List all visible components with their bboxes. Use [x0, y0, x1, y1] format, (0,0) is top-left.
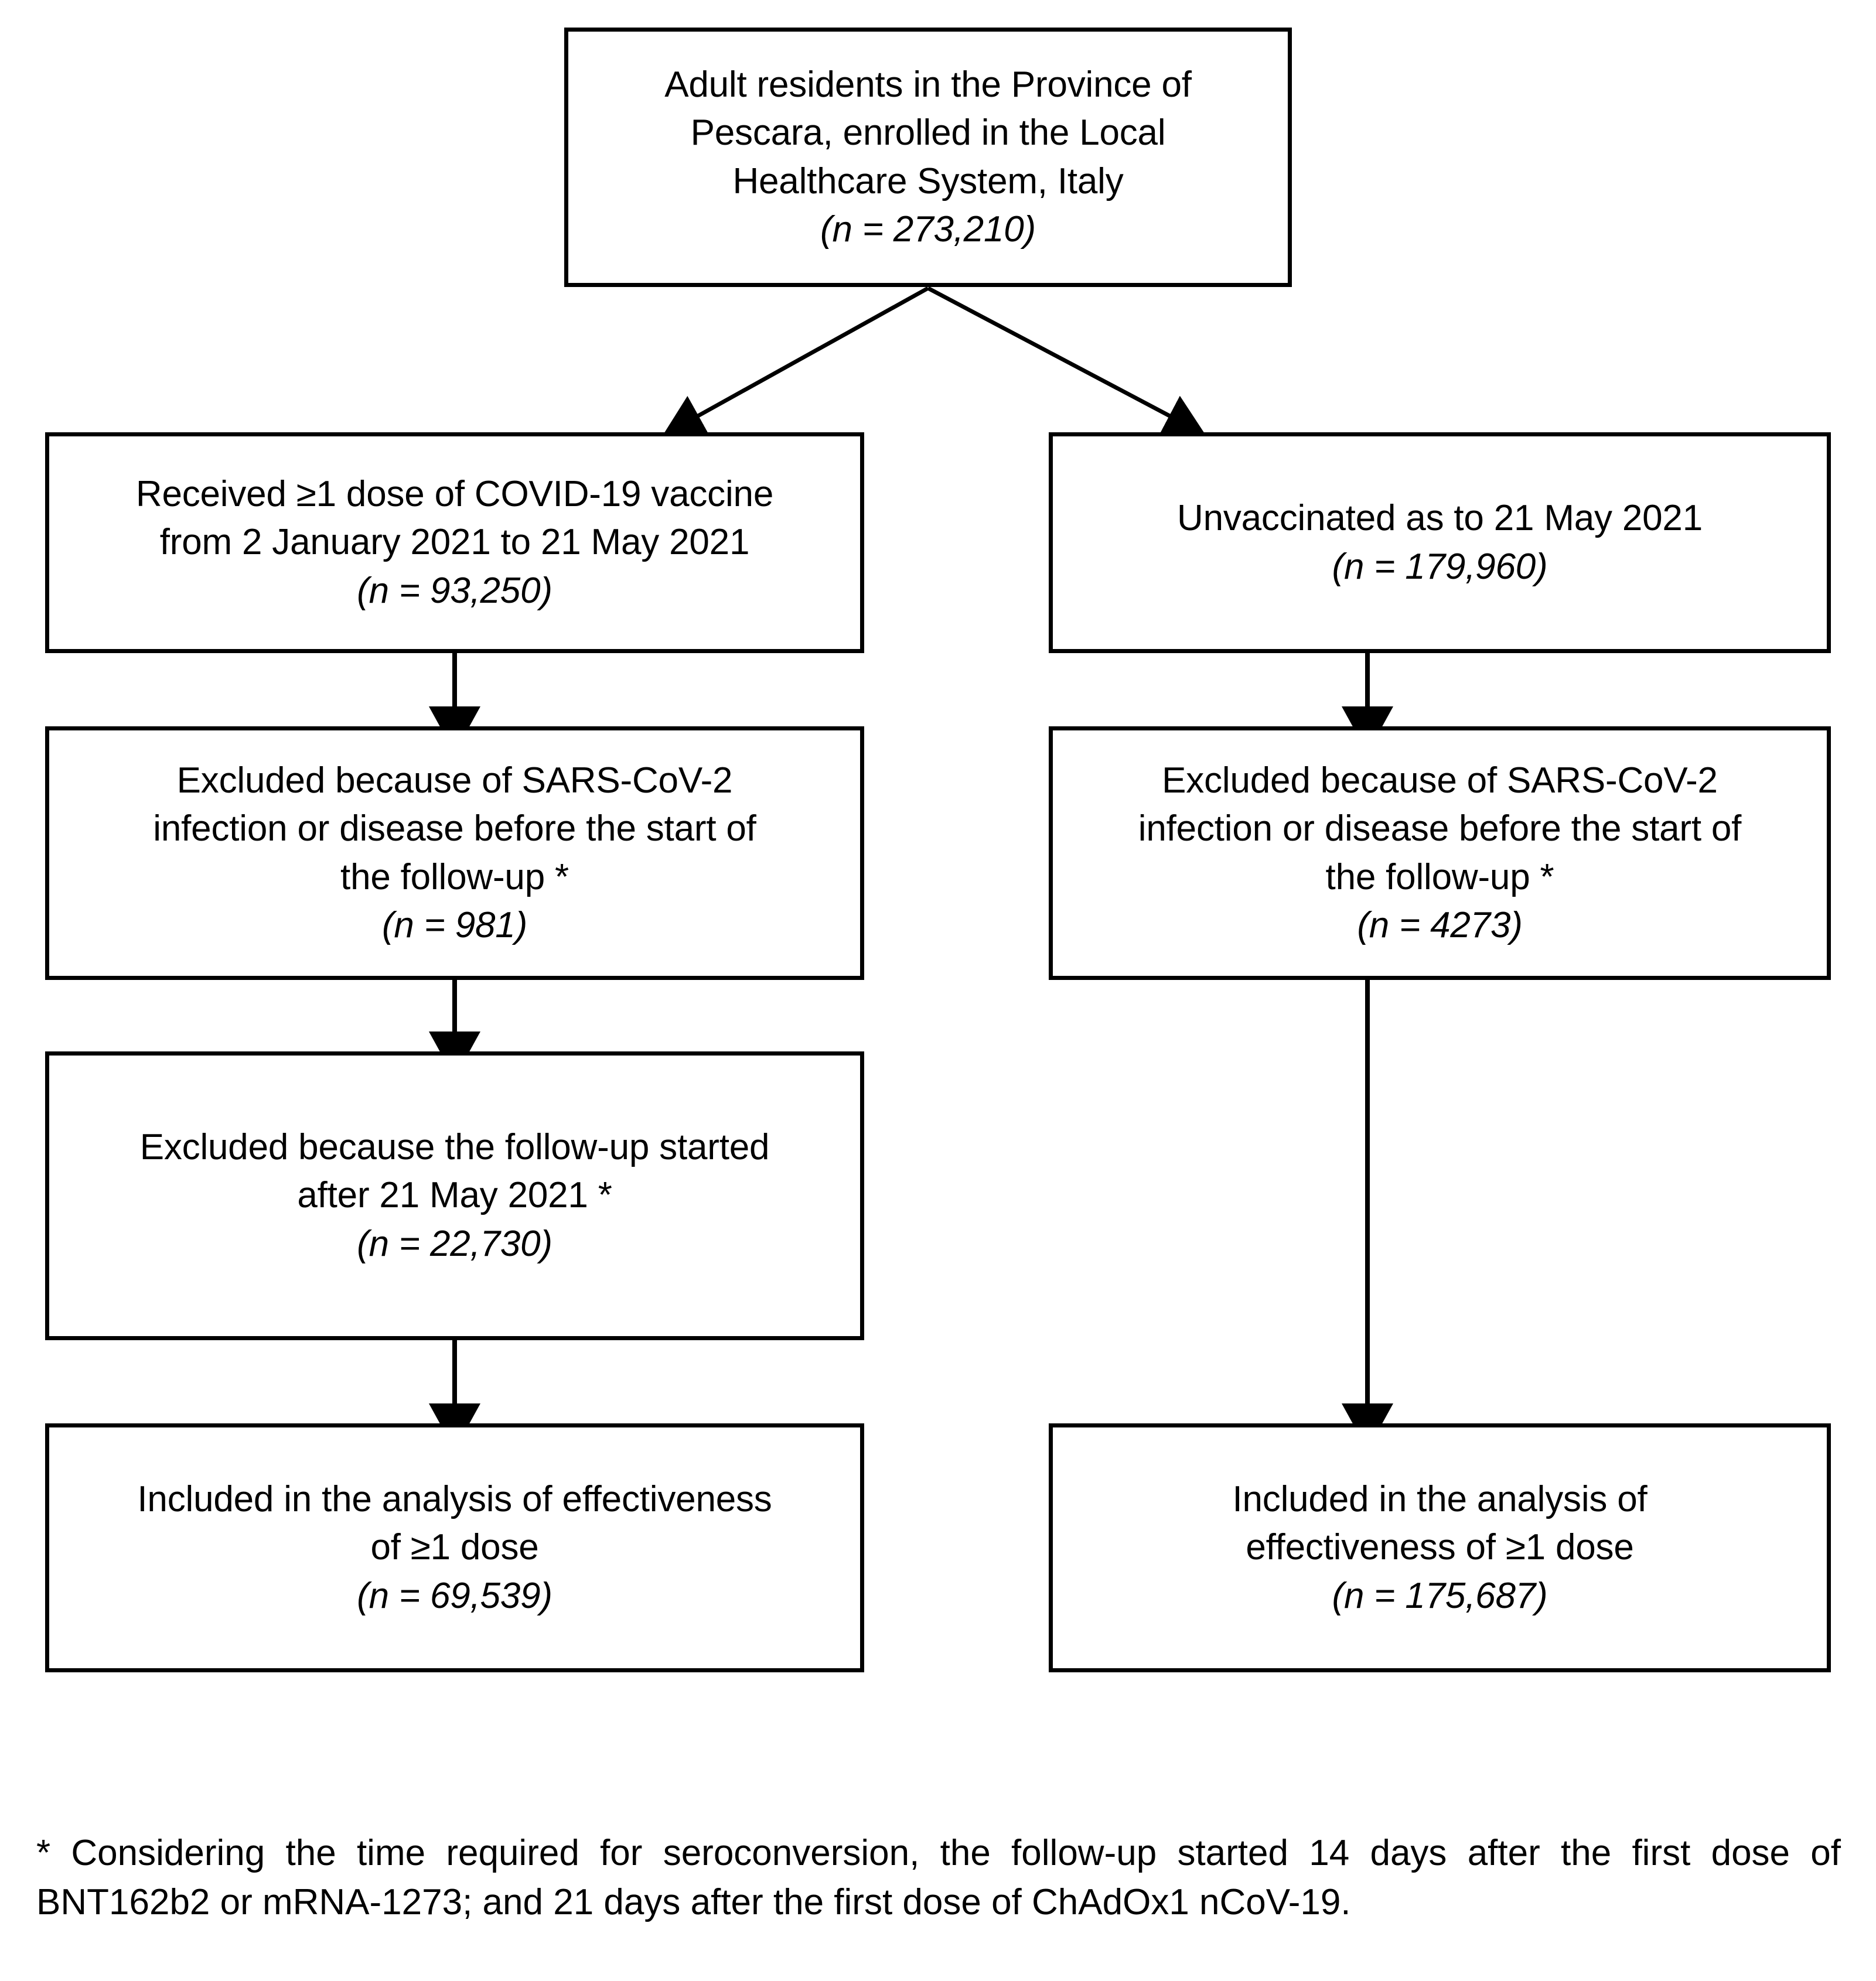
node-excluded-late-followup-label: Excluded because the follow-up started a… [139, 1126, 770, 1216]
node-root-label: Adult residents in the Province of Pesca… [664, 64, 1192, 201]
node-excluded-unvaccinated-infection-text: Excluded because of SARS-CoV-2 infection… [1123, 757, 1756, 950]
node-root-text: Adult residents in the Province of Pesca… [649, 61, 1207, 254]
node-vaccinated-count: (n = 93,250) [357, 570, 552, 611]
node-included-unvaccinated-label: Included in the analysis of effectivenes… [1232, 1478, 1648, 1568]
node-excluded-unvaccinated-infection-label: Excluded because of SARS-CoV-2 infection… [1138, 760, 1742, 897]
node-included-vaccinated-label: Included in the analysis of effectivenes… [137, 1478, 772, 1568]
node-included-unvaccinated-text: Included in the analysis of effectivenes… [1217, 1475, 1662, 1620]
node-unvaccinated-count: (n = 179,960) [1332, 546, 1548, 587]
edge-root-to-vaccinated [662, 286, 929, 436]
node-excluded-late-followup-text: Excluded because the follow-up started a… [125, 1123, 785, 1268]
node-included-vaccinated: Included in the analysis of effectivenes… [45, 1423, 864, 1672]
node-excluded-vaccinated-infection: Excluded because of SARS-CoV-2 infection… [45, 726, 864, 980]
node-excluded-vaccinated-infection-text: Excluded because of SARS-CoV-2 infection… [138, 757, 771, 950]
node-vaccinated-text: Received ≥1 dose of COVID-19 vaccine fro… [121, 470, 789, 615]
node-vaccinated-label: Received ≥1 dose of COVID-19 vaccine fro… [135, 473, 774, 563]
node-included-unvaccinated: Included in the analysis of effectivenes… [1049, 1423, 1831, 1672]
footnote-text: * Considering the time required for sero… [36, 1833, 1841, 1922]
node-root-population: Adult residents in the Province of Pesca… [564, 28, 1292, 287]
node-excluded-unvaccinated-infection-count: (n = 4273) [1357, 904, 1523, 945]
node-excluded-late-followup: Excluded because the follow-up started a… [45, 1051, 864, 1340]
node-vaccinated: Received ≥1 dose of COVID-19 vaccine fro… [45, 432, 864, 653]
node-unvaccinated: Unvaccinated as to 21 May 2021 (n = 179,9… [1049, 432, 1831, 653]
node-root-count: (n = 273,210) [820, 209, 1036, 250]
node-included-vaccinated-count: (n = 69,539) [357, 1575, 552, 1616]
node-unvaccinated-label: Unvaccinated as to 21 May 2021 [1177, 498, 1703, 539]
node-excluded-unvaccinated-infection: Excluded because of SARS-CoV-2 infection… [1049, 726, 1831, 980]
node-included-unvaccinated-count: (n = 175,687) [1332, 1575, 1548, 1616]
node-unvaccinated-text: Unvaccinated as to 21 May 2021 (n = 179,9… [1162, 494, 1718, 591]
node-excluded-vaccinated-infection-label: Excluded because of SARS-CoV-2 infection… [153, 760, 756, 897]
edge-root-to-unvaccinated [927, 286, 1206, 436]
node-excluded-vaccinated-infection-count: (n = 981) [381, 904, 528, 945]
node-excluded-late-followup-count: (n = 22,730) [357, 1223, 552, 1264]
node-included-vaccinated-text: Included in the analysis of effectivenes… [122, 1475, 787, 1620]
